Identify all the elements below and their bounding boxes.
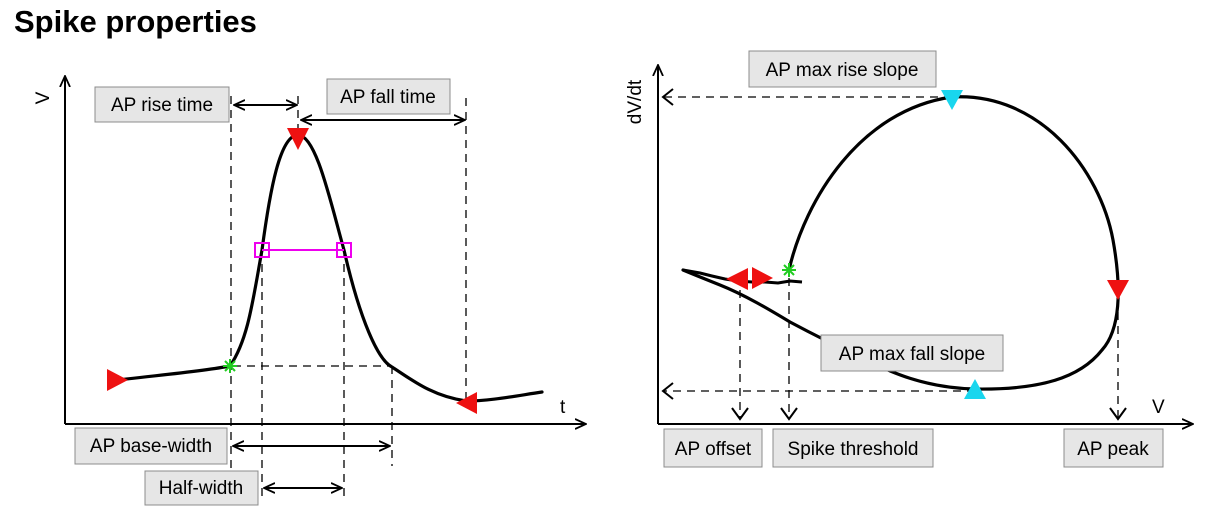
svg-text:Half-width: Half-width <box>159 478 243 499</box>
fall-time-label: AP fall time <box>326 78 451 115</box>
max-rise-level-arrowhead <box>661 88 674 106</box>
half-width-left-marker <box>254 242 270 258</box>
action-potential-trace <box>116 133 544 403</box>
page-title: Spike properties <box>14 4 257 39</box>
offset-marker <box>726 268 748 290</box>
threshold-star-marker <box>223 359 237 373</box>
peak-label: AP peak <box>1063 428 1164 468</box>
svg-text:AP peak: AP peak <box>1077 439 1149 460</box>
right-y-axis-label: dV/dt <box>625 79 646 124</box>
right-x-axis-label: V <box>1152 397 1165 418</box>
offset-label: AP offset <box>663 428 763 468</box>
svg-text:AP max rise slope: AP max rise slope <box>766 60 919 81</box>
peak-phase-marker <box>1107 280 1129 300</box>
max-fall-slope-label: AP max fall slope <box>820 334 1004 372</box>
threshold-label: Spike threshold <box>772 428 934 468</box>
svg-text:Spike threshold: Spike threshold <box>788 439 919 460</box>
svg-text:AP fall time: AP fall time <box>340 87 436 108</box>
left-x-axis-label: t <box>560 397 566 418</box>
max-rise-slope-label: AP max rise slope <box>748 50 937 88</box>
voltage-trace-plot: V t AP rise ti <box>33 76 586 506</box>
trace-start-marker <box>107 369 128 391</box>
peak-arrowhead <box>1109 407 1127 421</box>
max-fall-marker <box>964 379 986 399</box>
base-width-label: AP base-width <box>74 427 228 465</box>
trace-end-marker <box>456 392 477 414</box>
threshold-phase-star <box>782 263 796 277</box>
max-rise-marker <box>941 90 963 110</box>
threshold-phase-marker <box>752 267 773 289</box>
max-fall-level-arrowhead <box>661 382 674 400</box>
threshold-arrowhead <box>780 407 798 421</box>
phase-plot: dV/dt V AP max rise slope <box>625 50 1193 468</box>
rise-time-label: AP rise time <box>94 86 230 123</box>
half-width-label: Half-width <box>144 470 259 506</box>
half-width-right-marker <box>336 242 352 258</box>
svg-text:AP offset: AP offset <box>675 439 752 460</box>
offset-arrowhead <box>731 407 749 421</box>
svg-text:AP base-width: AP base-width <box>90 436 212 457</box>
svg-text:AP max fall slope: AP max fall slope <box>839 344 985 365</box>
left-y-axis-label: V <box>33 91 54 104</box>
svg-text:AP rise time: AP rise time <box>111 95 213 116</box>
peak-marker <box>287 128 309 150</box>
